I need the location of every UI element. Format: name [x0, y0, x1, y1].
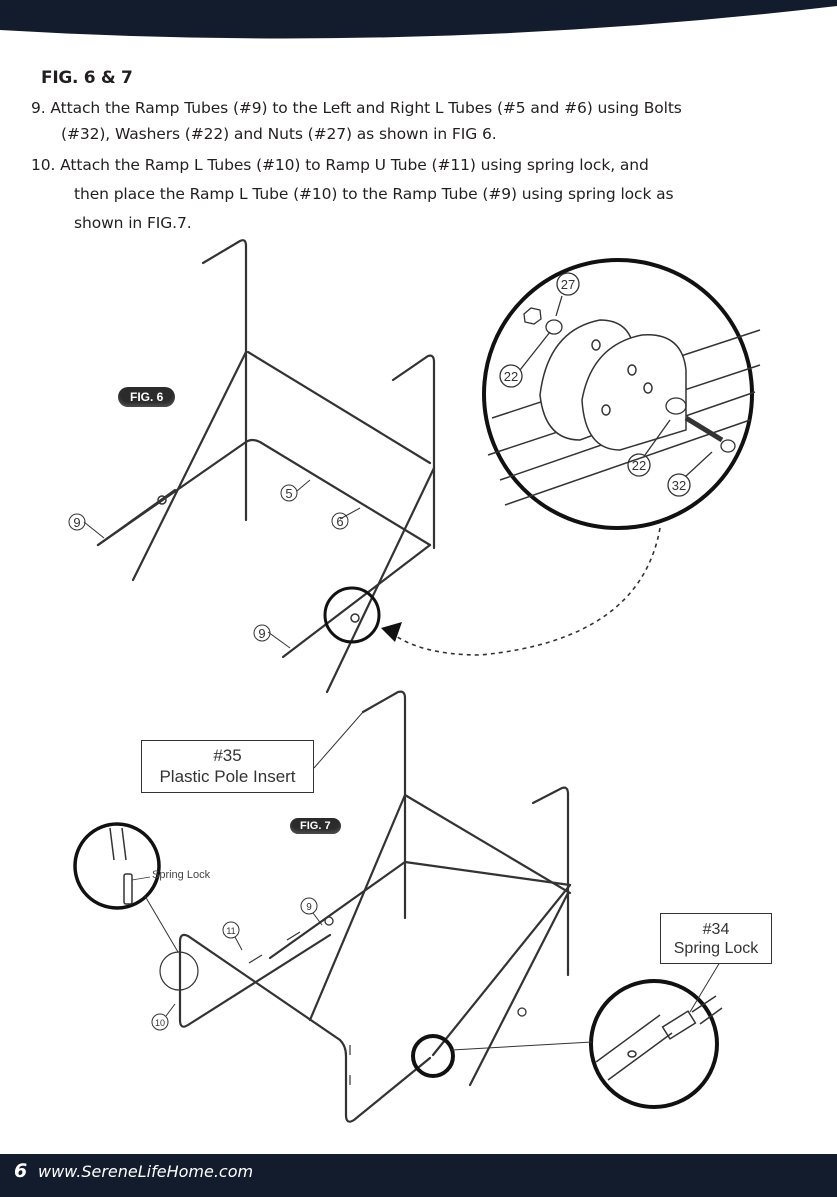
callout-part-name: Plastic Pole Insert — [159, 767, 296, 786]
callout-part-number: #34 — [702, 921, 730, 938]
website-link: www.SereneLifeHome.com — [38, 1162, 254, 1181]
part-11-label: 11 — [226, 926, 235, 936]
part-5-label: 5 — [285, 486, 292, 501]
callout-part-number: #35 — [213, 746, 242, 765]
step-10-line-3: shown in FIG.7. — [74, 214, 192, 232]
part-32-label: 32 — [672, 478, 686, 493]
part-6-label: 6 — [336, 514, 343, 529]
step-10-line-1: 10. Attach the Ramp L Tubes (#10) to Ram… — [31, 156, 649, 174]
spring-lock-callout: #34 Spring Lock — [660, 913, 772, 964]
figure-heading: FIG. 6 & 7 — [41, 68, 133, 88]
plastic-pole-insert-callout: #35 Plastic Pole Insert — [141, 740, 314, 793]
part-22-label: 22 — [504, 369, 518, 384]
part-22-label: 22 — [632, 458, 646, 473]
footer-band — [0, 1154, 837, 1197]
part-9-label: 9 — [306, 902, 312, 913]
step-9-line-1: 9. Attach the Ramp Tubes (#9) to the Lef… — [31, 99, 682, 117]
part-9-label: 9 — [258, 626, 265, 641]
fig-7-badge: FIG. 7 — [290, 818, 341, 834]
top-band — [0, 0, 837, 39]
part-27-label: 27 — [561, 277, 575, 292]
callout-part-name: Spring Lock — [673, 940, 759, 957]
part-10-label: 10 — [155, 1018, 165, 1028]
step-9-line-2: (#32), Washers (#22) and Nuts (#27) as s… — [61, 125, 497, 143]
step-10-line-2: then place the Ramp L Tube (#10) to the … — [74, 185, 674, 203]
part-9-label: 9 — [73, 515, 80, 530]
spring-lock-label: Spring Lock — [152, 869, 211, 881]
page-number: 6 — [14, 1160, 28, 1182]
fig-6-badge: FIG. 6 — [118, 387, 176, 407]
